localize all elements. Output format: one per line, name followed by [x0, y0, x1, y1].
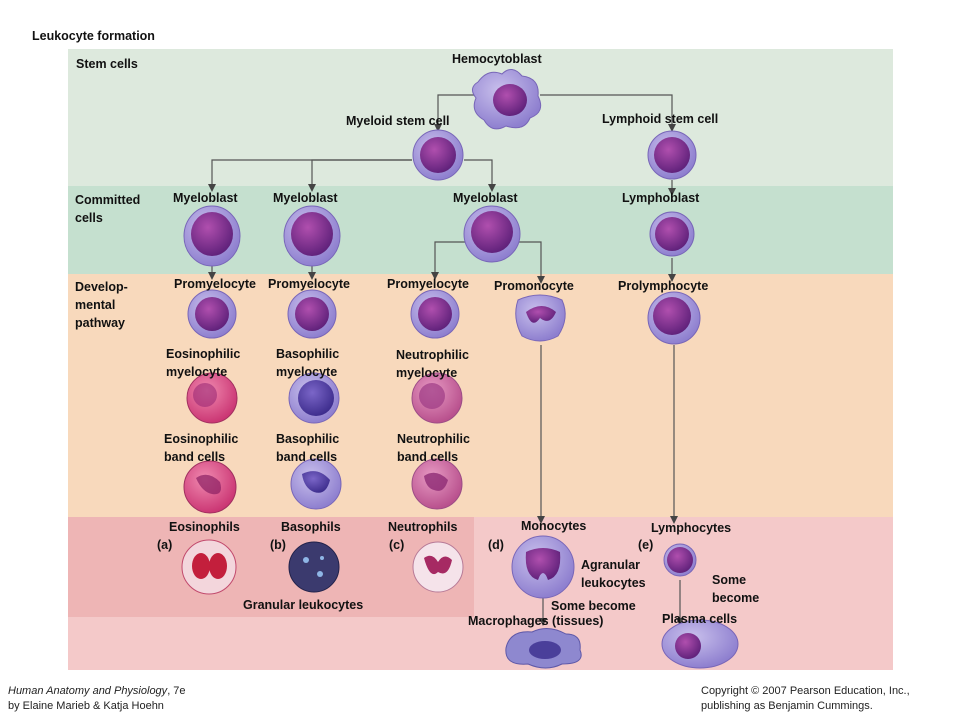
label-basophils: Basophils: [281, 520, 341, 534]
neutrophilic-myelocyte-cell: [411, 372, 463, 424]
footer-book-title: Human Anatomy and Physiology: [8, 685, 168, 697]
letter-d: (d): [488, 538, 504, 552]
macrophage-cell: [505, 628, 582, 669]
label-eosinophilic-myelocyte: Eosinophilic myelocyte: [166, 347, 241, 379]
footer-edition: , 7e: [167, 685, 186, 697]
prolymphocyte-cell: [647, 291, 701, 345]
label-plasma-cells: Plasma cells: [662, 612, 738, 626]
eosinophil-cell: [181, 539, 237, 595]
neutrophil-cell: [412, 541, 464, 593]
label-neutrophils: Neutrophils: [388, 520, 458, 534]
section-committed-cells: Committed cells: [75, 193, 141, 225]
hemocytoblast-cell: [472, 69, 542, 130]
plasma-cell: [661, 619, 739, 669]
myeloblast-cell-1: [183, 205, 241, 267]
myeloid-stem-cell: [412, 129, 464, 181]
lymphocyte-cell: [663, 543, 697, 577]
basophilic-myelocyte-cell: [288, 372, 340, 424]
promyelocyte-cell-1: [187, 289, 237, 339]
promyelocyte-cell-3: [410, 289, 460, 339]
eosinophilic-myelocyte-cell: [186, 372, 238, 424]
label-neutrophilic-band-cells: Neutrophilic band cells: [397, 432, 470, 464]
label-promyelocyte-3: Promyelocyte: [387, 277, 469, 291]
label-some-become-lymph: Some become: [712, 573, 760, 605]
label-neutrophilic-myelocyte: Neutrophilic myelocyte: [396, 348, 469, 380]
lineage-arrows: [208, 94, 684, 626]
section-stem-cells: Stem cells: [76, 57, 138, 71]
label-lymphocytes: Lymphocytes: [651, 521, 732, 535]
label-promyelocyte-1: Promyelocyte: [174, 277, 256, 291]
label-myeloblast-2: Myeloblast: [273, 191, 338, 205]
lymphoblast-cell: [649, 211, 695, 257]
label-promyelocyte-2: Promyelocyte: [268, 277, 350, 291]
label-hemocytoblast: Hemocytoblast: [452, 52, 542, 66]
letter-b: (b): [270, 538, 286, 552]
page-title: Leukocyte formation: [32, 29, 155, 43]
promyelocyte-cell-2: [287, 289, 337, 339]
label-prolymphocyte: Prolymphocyte: [618, 279, 709, 293]
label-macrophages: Macrophages (tissues): [468, 614, 604, 628]
label-agranular-leukocytes: Agranular leukocytes: [581, 558, 646, 590]
label-lymphoblast: Lymphoblast: [622, 191, 700, 205]
label-myeloblast-3: Myeloblast: [453, 191, 518, 205]
label-myeloblast-1: Myeloblast: [173, 191, 238, 205]
monocyte-cell: [511, 535, 575, 599]
label-some-become-mono: Some become: [551, 599, 636, 613]
section-developmental-pathway: Develop- mental pathway: [75, 280, 128, 330]
footer-copyright-line: Copyright © 2007 Pearson Education, Inc.…: [701, 685, 910, 697]
eosinophilic-band-cell: [183, 460, 237, 514]
basophil-cell: [288, 541, 340, 593]
label-eosinophilic-band-cells: Eosinophilic band cells: [164, 432, 239, 464]
myeloblast-cell-2: [283, 205, 341, 267]
label-promonocyte: Promonocyte: [494, 279, 574, 293]
lymphoid-stem-cell: [647, 130, 697, 180]
promonocyte-cell: [515, 294, 566, 342]
label-monocytes: Monocytes: [521, 519, 587, 533]
label-granular-leukocytes: Granular leukocytes: [243, 598, 364, 612]
label-basophilic-band-cells: Basophilic band cells: [276, 432, 340, 464]
label-lymphoid-stem-cell: Lymphoid stem cell: [602, 112, 719, 126]
label-basophilic-myelocyte: Basophilic myelocyte: [276, 347, 340, 379]
letter-c: (c): [389, 538, 405, 552]
footer-copyright: Copyright © 2007 Pearson Education, Inc.…: [701, 684, 910, 714]
label-myeloid-stem-cell: Myeloid stem cell: [346, 114, 450, 128]
myeloblast-cell-3: [463, 205, 521, 263]
letter-a: (a): [157, 538, 173, 552]
footer-authors: by Elaine Marieb & Katja Hoehn: [8, 700, 164, 712]
granular-leukocytes-band: [68, 517, 474, 617]
basophilic-band-cell: [290, 458, 342, 510]
footer-publisher: publishing as Benjamin Cummings.: [701, 700, 873, 712]
neutrophilic-band-cell: [411, 458, 463, 510]
letter-e: (e): [638, 538, 654, 552]
footer-book-credit: Human Anatomy and Physiology, 7e by Elai…: [8, 684, 186, 714]
label-eosinophils: Eosinophils: [169, 520, 240, 534]
